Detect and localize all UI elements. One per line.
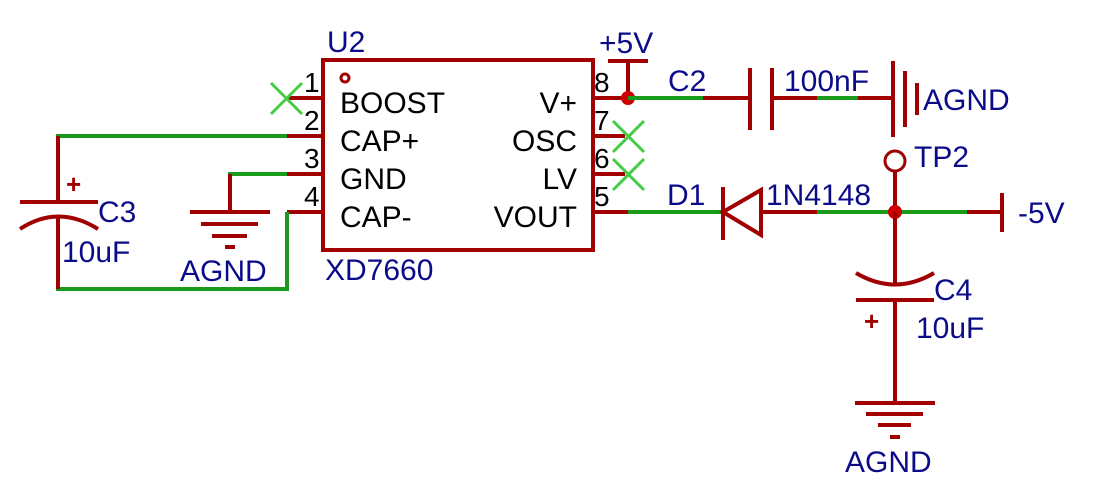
tp2-symbol[interactable]	[883, 149, 907, 173]
c3-plus-mark: +	[66, 169, 81, 199]
d1-diode-symbol	[719, 186, 763, 240]
pin-2-num: 2	[304, 105, 320, 136]
tp2-ref: TP2	[914, 141, 969, 174]
pin-4-num: 4	[304, 181, 320, 212]
c3-plate-minus	[18, 214, 100, 231]
pin-3-name: GND	[340, 163, 407, 196]
pin-7-name: OSC	[512, 125, 577, 158]
agnd-label-c2: AGND	[923, 84, 1010, 117]
c4-plate-minus	[854, 271, 936, 287]
pin-6-num: 6	[594, 143, 610, 174]
wire-cap-plus	[56, 134, 287, 200]
no-connect-pin6	[611, 157, 646, 192]
pin-1-num: 1	[304, 67, 320, 98]
c3-value: 10uF	[62, 236, 130, 269]
pin1-marker	[339, 72, 351, 84]
agnd-symbol-c4	[855, 401, 935, 439]
c3-ref: C3	[98, 196, 136, 229]
d1-value: 1N4148	[766, 179, 871, 212]
c2-ref: C2	[668, 65, 706, 98]
pin-1-name: BOOST	[340, 87, 445, 120]
vminus-label: -5V	[1018, 197, 1065, 230]
wire-gnd	[228, 172, 287, 212]
pin-4-name: CAP-	[340, 201, 412, 234]
d1-ref: D1	[667, 179, 705, 212]
ic-body[interactable]	[321, 58, 595, 252]
pin-7-num: 7	[594, 105, 610, 136]
agnd-label-c4: AGND	[845, 446, 932, 479]
pin-8-num: 8	[594, 67, 610, 98]
c4-value: 10uF	[916, 312, 984, 345]
ic-ref: U2	[327, 26, 365, 59]
pin-2-name: CAP+	[340, 125, 419, 158]
pin-5-name: VOUT	[494, 201, 577, 234]
agnd-symbol-left	[190, 174, 270, 249]
vplus-label: +5V	[599, 27, 653, 60]
no-connect-pin1	[269, 81, 304, 116]
c4-plus-mark: +	[864, 306, 879, 336]
c4-ref: C4	[934, 274, 972, 307]
pin-3-num: 3	[304, 143, 320, 174]
pin-6-name: LV	[543, 163, 577, 196]
agnd-label-left: AGND	[180, 255, 267, 288]
agnd-symbol-c2	[891, 61, 919, 137]
pin-5-num: 5	[594, 181, 610, 212]
no-connect-pin7	[611, 119, 646, 154]
ic-part: XD7660	[325, 254, 433, 287]
pin-8-name: V+	[539, 87, 577, 120]
c2-value: 100nF	[784, 65, 869, 98]
